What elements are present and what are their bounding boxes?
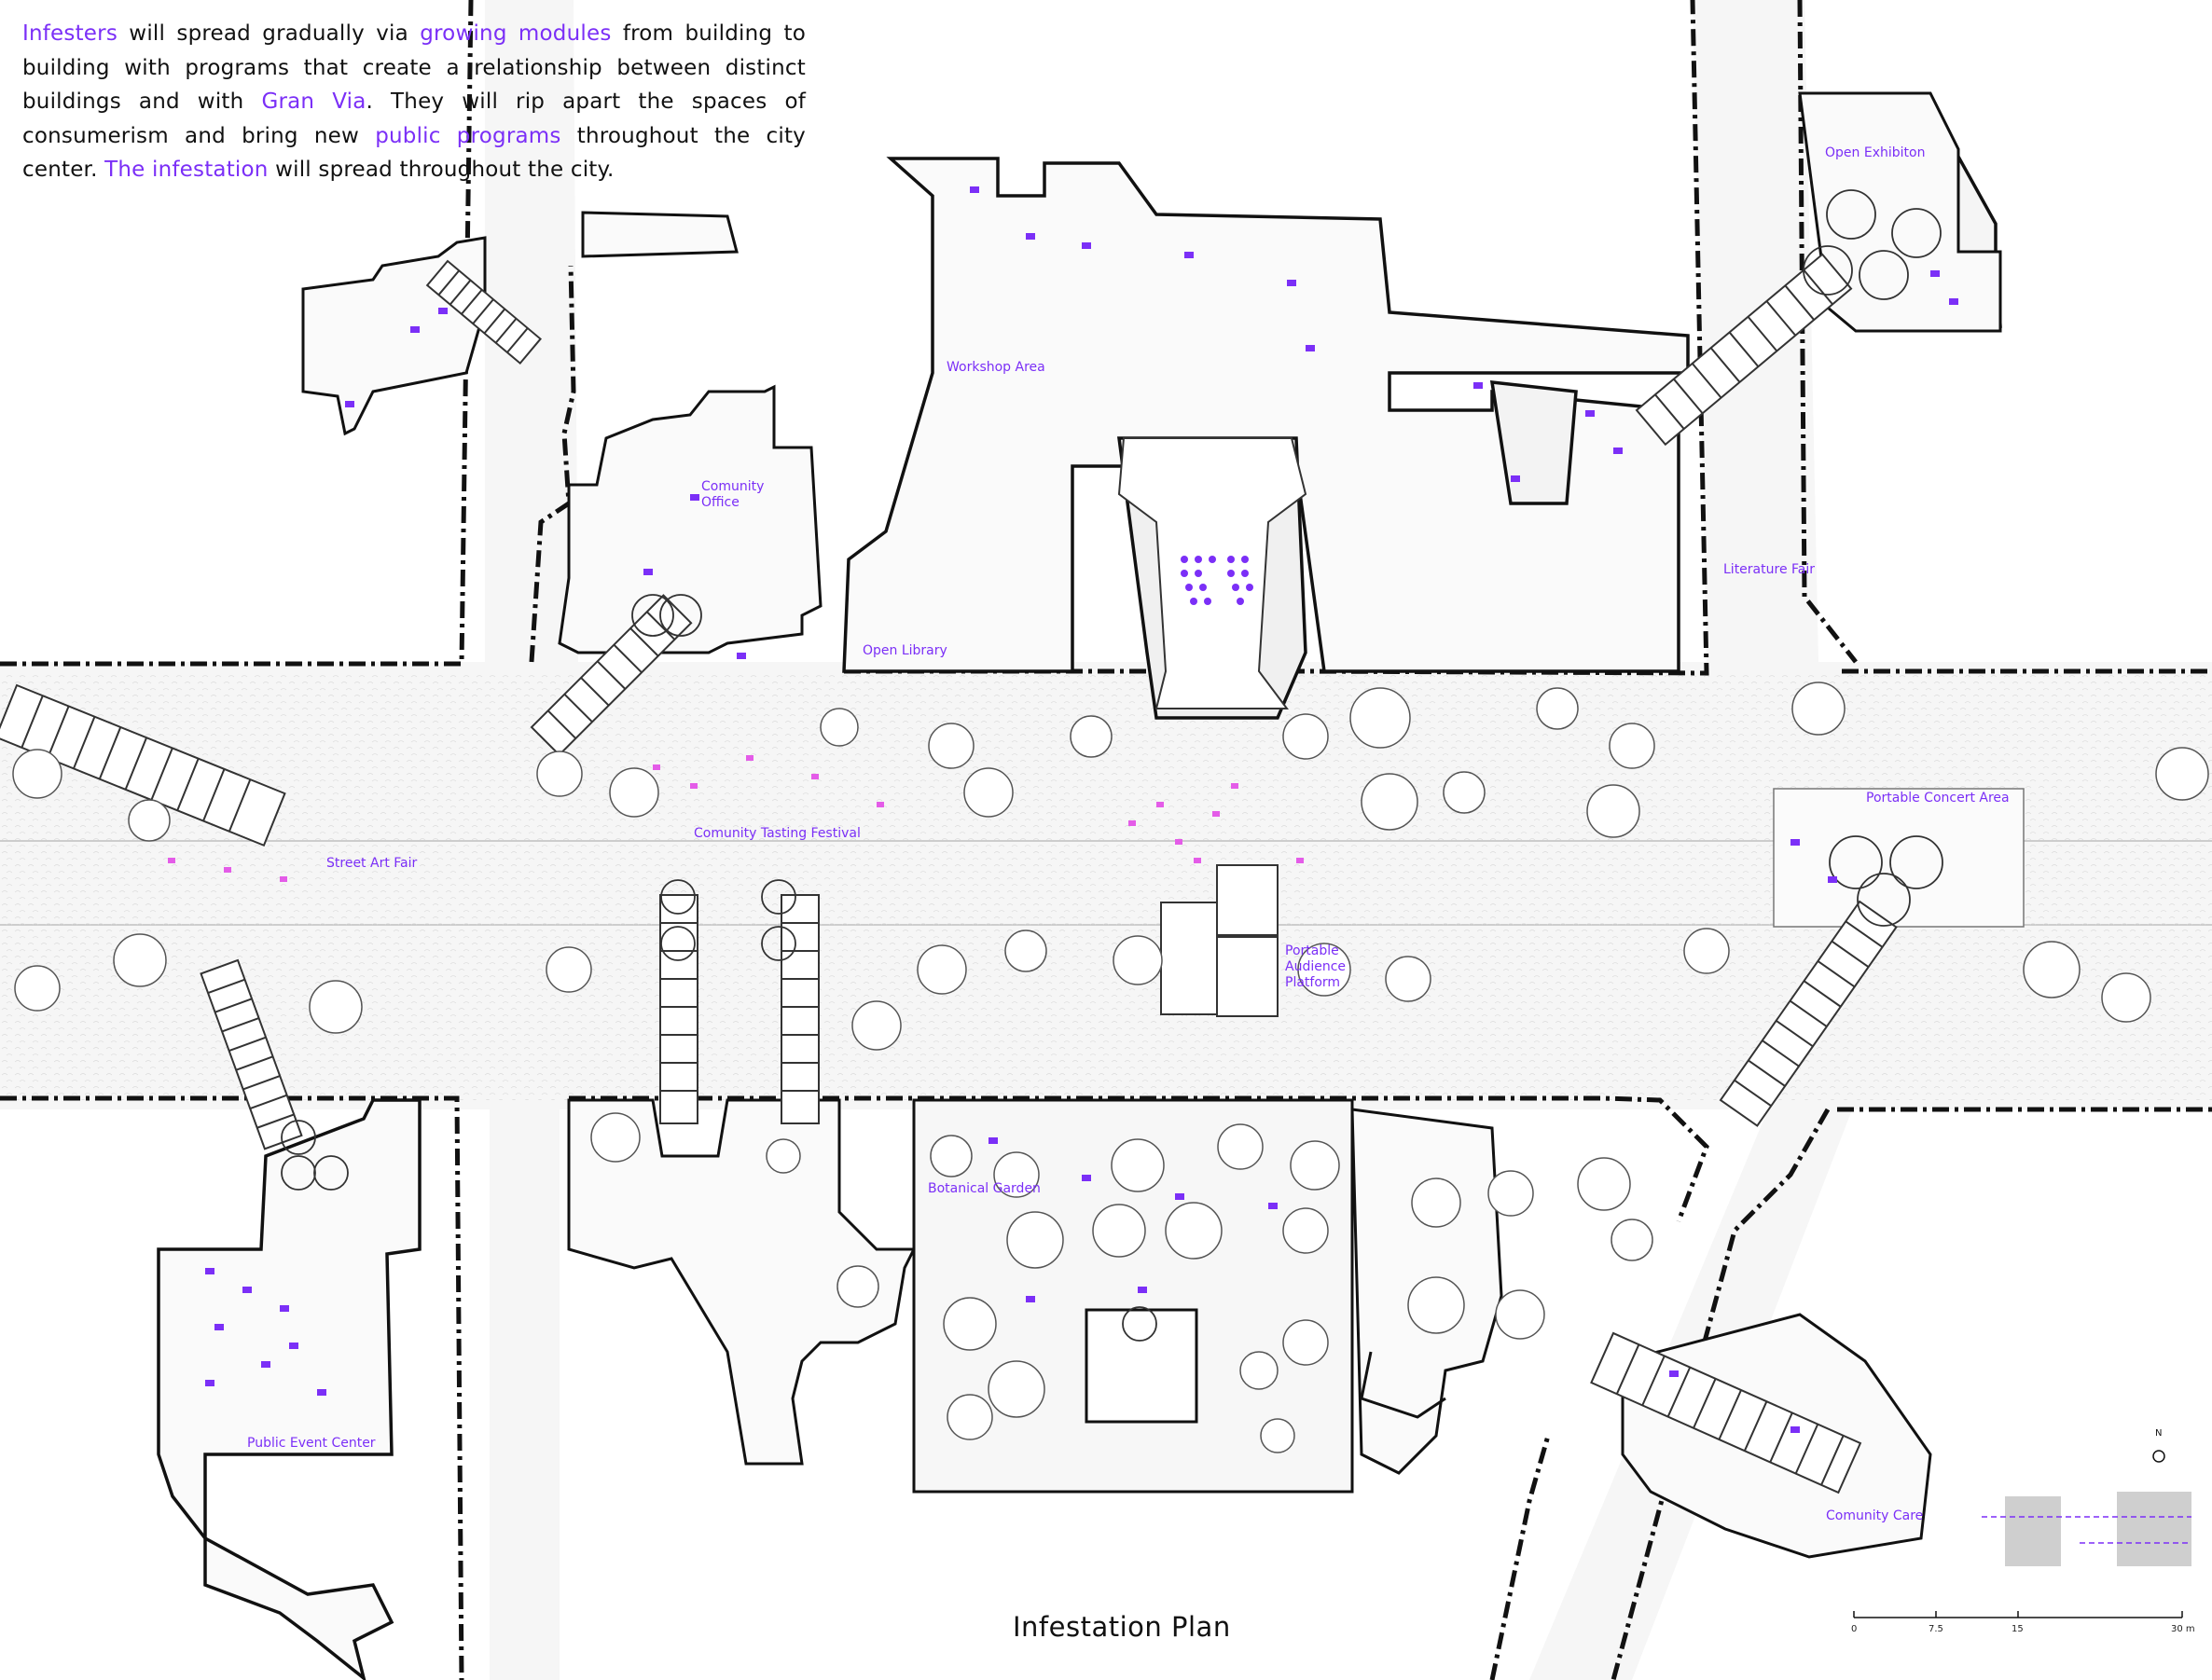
community-office-building	[558, 384, 823, 654]
scale-tick-0: 0	[1851, 1624, 1858, 1634]
public-event-center-building	[157, 1098, 422, 1680]
scale-tick-7-5: 7.5	[1929, 1624, 1943, 1634]
auditorium	[1117, 437, 1307, 709]
intro-public-programs: public programs	[375, 123, 561, 148]
exhibition-building	[1798, 91, 2002, 333]
label-open-library: Open Library	[863, 643, 947, 658]
intro-text-5: will spread throughout the city.	[268, 158, 615, 182]
label-comunity-tasting-festival: Comunity Tasting Festival	[694, 826, 861, 841]
plan-title: Infestation Plan	[1013, 1611, 1231, 1643]
trees	[12, 682, 2209, 1453]
location-inset	[1982, 1492, 2191, 1566]
intro-text-3: . They will rip apart the spaces of cons…	[22, 90, 807, 148]
module-rings	[281, 189, 1943, 1342]
intro-growing-modules: growing modules	[420, 21, 612, 46]
label-comunity-office: Comunity Office	[701, 479, 765, 510]
label-open-exhibition: Open Exhibiton	[1825, 145, 1926, 160]
label-comunity-care: Comunity Care	[1826, 1508, 1924, 1523]
scale-tick-15: 15	[2012, 1624, 2024, 1634]
audience-seats	[1181, 556, 1253, 605]
scale-bar	[1853, 1611, 2183, 1618]
label-portable-audience-platform: Portable Audience Platform	[1285, 943, 1347, 990]
intro-text-1: will spread gradually via	[118, 21, 421, 46]
scale-tick-30: 30 m	[2171, 1624, 2195, 1634]
north-label: N	[2155, 1428, 2163, 1439]
people-figures-pink	[168, 755, 1304, 882]
label-street-art-fair: Street Art Fair	[326, 856, 418, 871]
intro-gran-via: Gran Via	[261, 90, 366, 114]
people-figures	[205, 186, 1958, 1433]
intro-the-infestation: The infestation	[104, 158, 269, 182]
portable-concert-area-frame	[1773, 788, 2025, 928]
label-literature-fair: Literature Fair	[1723, 562, 1815, 577]
intro-infesters: Infesters	[22, 21, 118, 46]
label-public-event-center: Public Event Center	[247, 1436, 376, 1451]
intro-paragraph: Infesters will spread gradually via grow…	[22, 17, 806, 187]
intro-text-4: throughout the city center.	[22, 123, 806, 183]
label-workshop-area: Workshop Area	[947, 360, 1045, 375]
label-botanical-garden: Botanical Garden	[928, 1181, 1041, 1196]
intro-text-2: from building to building with programs …	[22, 21, 806, 114]
north-arrow	[2152, 1450, 2165, 1463]
label-portable-concert-area: Portable Concert Area	[1866, 791, 2010, 806]
